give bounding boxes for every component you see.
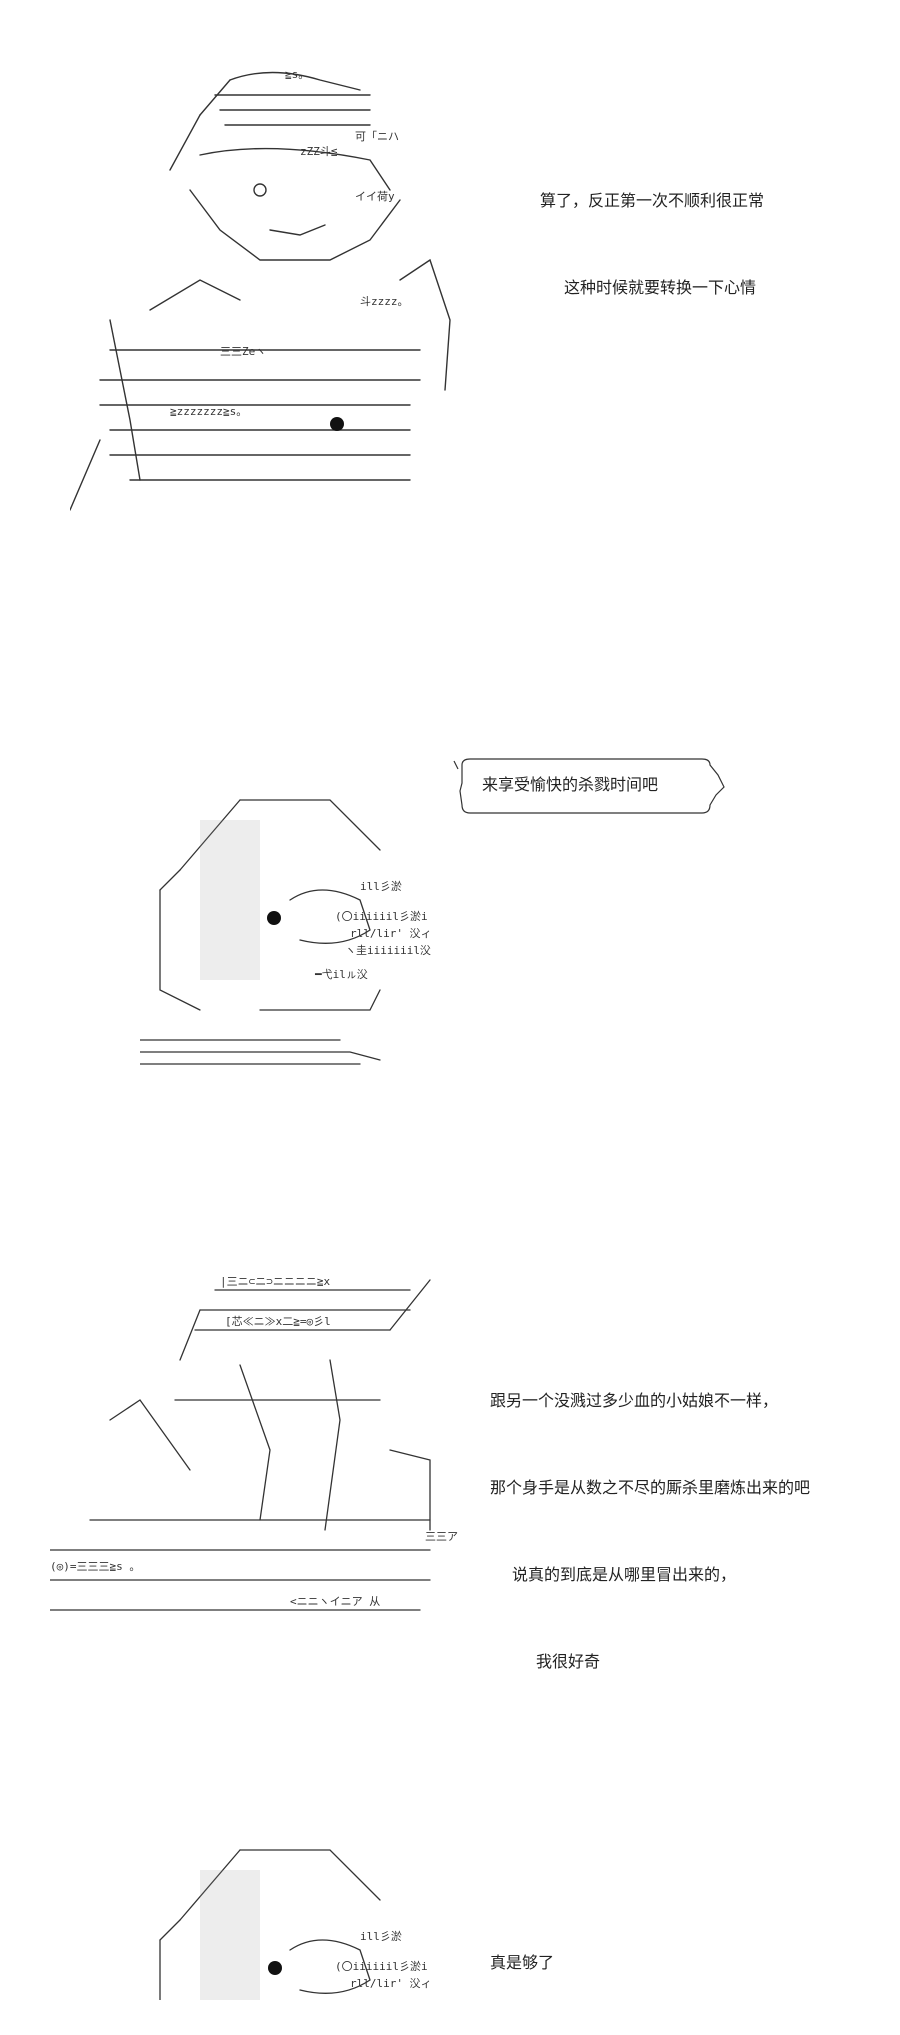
caption-line: 真是够了 xyxy=(490,1953,555,1972)
caption-line: 我很好奇 xyxy=(536,1652,601,1671)
narration-caption-4: 真是够了 xyxy=(490,1890,554,2035)
caption-line: 算了，反正第一次不顺利很正常 xyxy=(540,191,765,210)
panel-3: |三ニ⊂ニ⊃ニニニニ≧x [芯≪ニ≫x二≧=◎彡l 三三ア (◎)=三三三≧s … xyxy=(0,1270,900,1671)
ascii-art-character-1: ≧s。 可「ニハ zZZ斗≦ イイ荷y 斗zzzz。 三三Zeヽ ≧zzzzzz… xyxy=(70,60,490,520)
speech-bubble-outline xyxy=(453,758,725,814)
art-text: (◎)=三三三≧s 。 xyxy=(50,1560,140,1573)
art-text: イイ荷y xyxy=(355,190,395,203)
art-text: rll/lir' 㳇ィ xyxy=(350,927,432,940)
art-text: ヽ圭iiiiiiil㳇 xyxy=(345,944,431,957)
caption-line: 跟另一个没溅过多少血的小姑娘不一样， xyxy=(490,1391,779,1410)
round-eye-mark xyxy=(330,417,344,431)
art-text: ill彡淤 xyxy=(360,1930,402,1943)
shading-dots xyxy=(200,820,260,980)
ascii-art-character-4: ill彡淤 (〇iiiiiil彡淤i rll/lir' 㳇ィ xyxy=(150,1840,450,2000)
character-1-drawing: ≧s。 可「ニハ zZZ斗≦ イイ荷y 斗zzzz。 三三Zeヽ ≧zzzzzz… xyxy=(70,68,451,511)
art-text: [芯≪ニ≫x二≧=◎彡l xyxy=(225,1314,331,1328)
caption-line: 这种时候就要转换一下心情 xyxy=(564,278,757,297)
art-text: 斗zzzz。 xyxy=(360,295,409,308)
character-3-drawing: |三ニ⊂ニ⊃ニニニニ≧x [芯≪ニ≫x二≧=◎彡l 三三ア (◎)=三三三≧s … xyxy=(50,1275,458,1611)
art-text: zZZ斗≦ xyxy=(300,145,338,158)
art-text: 可「ニハ xyxy=(355,130,399,143)
art-text: ≧zzzzzzz≧s。 xyxy=(170,405,247,418)
narration-caption-1: 算了，反正第一次不顺利很正常 这种时候就要转换一下心情 xyxy=(540,128,764,360)
speech-bubble-text: 来享受愉快的杀戮时间吧 xyxy=(482,775,659,794)
shading-dots xyxy=(200,1870,260,2000)
panel-4: ill彡淤 (〇iiiiiil彡淤i rll/lir' 㳇ィ 真是够了 xyxy=(0,1830,900,2000)
art-text: <ニニヽイニア 从 xyxy=(290,1595,380,1608)
character-4-drawing: ill彡淤 (〇iiiiiil彡淤i rll/lir' 㳇ィ xyxy=(159,1849,432,2000)
art-text: ≧s。 xyxy=(285,68,309,81)
art-text: rll/lir' 㳇ィ xyxy=(350,1977,432,1990)
art-text: 三三Zeヽ xyxy=(220,345,266,358)
panel-1: ≧s。 可「ニハ zZZ斗≦ イイ荷y 斗zzzz。 三三Zeヽ ≧zzzzzz… xyxy=(0,0,900,560)
art-text: (〇iiiiiil彡淤i xyxy=(335,910,428,923)
art-text: 三三ア xyxy=(425,1530,458,1543)
panel-2: 来享受愉快的杀戮时间吧 ill彡淤 (〇iiiiiil彡淤i xyxy=(0,740,900,1080)
art-text: ill彡淤 xyxy=(360,880,402,893)
art-text: (〇iiiiiil彡淤i xyxy=(335,1960,428,1973)
caption-line: 那个身手是从数之不尽的厮杀里磨炼出来的吧 xyxy=(490,1478,811,1497)
character-2-drawing: ill彡淤 (〇iiiiiil彡淤i rll/lir' 㳇ィ ヽ圭iiiiiii… xyxy=(140,799,432,1065)
ascii-art-character-2: ill彡淤 (〇iiiiiil彡淤i rll/lir' 㳇ィ ヽ圭iiiiiii… xyxy=(140,790,460,1070)
round-eye-mark xyxy=(267,911,281,925)
ascii-art-character-3: |三ニ⊂ニ⊃ニニニニ≧x [芯≪ニ≫x二≧=◎彡l 三三ア (◎)=三三三≧s … xyxy=(50,1270,490,1650)
narration-caption-3: 跟另一个没溅过多少血的小姑娘不一样， 那个身手是从数之不尽的厮杀里磨炼出来的吧 … xyxy=(490,1328,810,1734)
art-text: ━弋ilㇽ㳇 xyxy=(314,968,368,981)
art-text: |三ニ⊂ニ⊃ニニニニ≧x xyxy=(220,1275,330,1288)
round-eye-mark xyxy=(268,1961,282,1975)
speech-bubble: 来享受愉快的杀戮时间吧 xyxy=(448,755,738,825)
caption-line: 说真的到底是从哪里冒出来的， xyxy=(512,1565,737,1584)
